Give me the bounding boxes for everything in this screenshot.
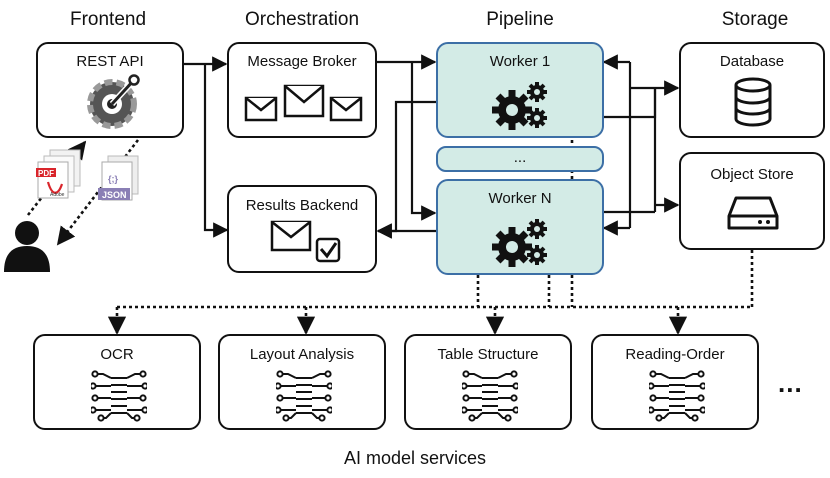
service-layout-analysis-box: Layout Analysis: [218, 334, 386, 430]
worker-1-label: Worker 1: [489, 53, 551, 70]
service-reading-order-box: Reading-Order: [591, 334, 759, 430]
json-tag-text: JSON: [102, 190, 127, 200]
service-label: Reading-Order: [625, 346, 725, 363]
service-table-structure-box: Table Structure: [404, 334, 572, 430]
pdf-tag-text: PDF: [38, 169, 54, 178]
database-box: Database: [679, 42, 825, 138]
json-braces-text: {;}: [108, 174, 118, 184]
rest-api-box: REST API: [36, 42, 184, 138]
neural-chip-icon: [91, 370, 147, 422]
object-store-label: Object Store: [710, 166, 794, 183]
service-label: Layout Analysis: [249, 346, 355, 363]
database-cylinder-icon: [734, 77, 772, 127]
json-document-icon: {;} JSON: [98, 155, 139, 201]
column-title-orchestration: Orchestration: [244, 9, 360, 30]
adobe-text: Adobe: [50, 192, 65, 198]
gears-icon: [492, 82, 547, 130]
worker-middle-label: ...: [513, 149, 527, 166]
column-title-frontend: Frontend: [69, 9, 147, 30]
results-backend-box: Results Backend: [227, 185, 377, 273]
dotted-api-to-user: [56, 139, 140, 246]
object-store-box: Object Store: [679, 152, 825, 250]
worker-1-box: Worker 1: [436, 42, 604, 138]
neural-chip-icon: [649, 370, 705, 422]
service-label: Table Structure: [437, 346, 539, 363]
worker-middle-box: ...: [436, 146, 604, 172]
neural-chip-icon: [276, 370, 332, 422]
user-silhouette-icon: [4, 221, 50, 272]
worker-n-label: Worker N: [488, 190, 552, 207]
envelope-check-icon: [270, 220, 341, 263]
worker-n-box: Worker N: [436, 179, 604, 275]
service-ocr-box: OCR: [33, 334, 201, 430]
pdf-document-icon: PDF Adobe: [36, 149, 81, 199]
wire-broker-to-workern: [410, 62, 437, 221]
column-title-pipeline: Pipeline: [486, 9, 554, 30]
more-services-ellipsis: ...: [778, 368, 803, 398]
wire-api-to-results: [203, 64, 229, 238]
message-broker-label: Message Broker: [247, 53, 357, 70]
database-label: Database: [719, 53, 785, 70]
documents-group: PDF Adobe {;} JSON: [36, 149, 139, 201]
api-gauge-icon: [87, 74, 140, 129]
service-label: OCR: [100, 346, 134, 363]
column-title-storage: Storage: [721, 9, 789, 30]
envelopes-icon: [244, 84, 363, 122]
neural-chip-icon: [462, 370, 518, 422]
ai-model-services-label: AI model services: [343, 448, 487, 468]
gears-icon: [492, 219, 547, 267]
wire-worker1-to-results: [376, 100, 436, 239]
results-backend-label: Results Backend: [245, 197, 359, 214]
rest-api-label: REST API: [76, 53, 144, 70]
message-broker-box: Message Broker: [227, 42, 377, 138]
hard-drive-icon: [727, 196, 779, 230]
